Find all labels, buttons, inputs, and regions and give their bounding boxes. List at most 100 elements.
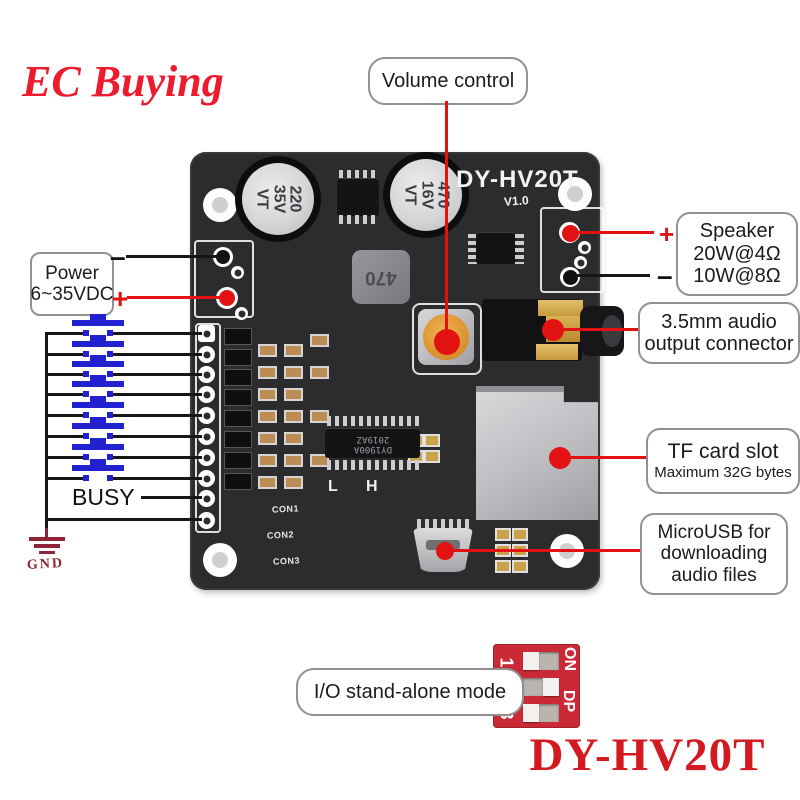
- wire-power-plus: [127, 296, 225, 299]
- tf-callout-line: TF card slot: [667, 439, 779, 463]
- wire-usb: [451, 549, 642, 552]
- ground-icon: [45, 528, 48, 537]
- push-button-icon: [72, 320, 124, 326]
- inductor-label: 470: [365, 267, 397, 288]
- push-button-row: [46, 438, 202, 470]
- soic-pins: [339, 215, 377, 224]
- solder-pad: [231, 266, 244, 279]
- smd-component: [224, 431, 252, 448]
- push-button-row: [46, 355, 202, 387]
- audio-callout-line: 3.5mm audio: [661, 310, 777, 333]
- smd-component: [224, 473, 252, 490]
- wire-audio: [561, 328, 640, 331]
- push-button-icon: [72, 465, 124, 471]
- gnd-label: GND: [26, 556, 65, 573]
- push-button-row: [46, 459, 202, 491]
- board-model-silkscreen: DY-HV20T: [456, 166, 579, 193]
- soic-chip: [337, 178, 379, 216]
- busy-label: BUSY: [72, 484, 135, 510]
- tf-callout-line: Maximum 32G bytes: [654, 464, 792, 482]
- wire-volume: [445, 101, 448, 341]
- push-button-icon: [72, 361, 124, 367]
- mounting-hole: [203, 188, 237, 222]
- h-marking: H: [366, 478, 378, 495]
- smd-component: [224, 410, 252, 427]
- usb-callout-line: downloading: [660, 543, 768, 565]
- smd-component: [258, 410, 277, 423]
- tf-card-callout: TF card slot Maximum 32G bytes: [646, 428, 800, 494]
- audio-out-callout: 3.5mm audio output connector: [638, 302, 800, 364]
- solder-dot-usb: [436, 542, 454, 560]
- smd-component: [284, 410, 303, 423]
- dip-track: [523, 678, 559, 696]
- soic-pins: [515, 234, 524, 264]
- ground-icon: [34, 544, 60, 548]
- wire-ground-row: [46, 518, 202, 521]
- smd-component: [495, 560, 511, 573]
- io-mode-callout: I/O stand-alone mode: [296, 668, 524, 716]
- wire-busy: [141, 496, 202, 499]
- brand-logo: EC Buying: [22, 57, 224, 106]
- smd-component: [284, 454, 303, 467]
- smd-component: [284, 432, 303, 445]
- con3-label: CON3: [272, 555, 301, 567]
- solder-pad: [235, 307, 248, 320]
- power-plus-sign: +: [112, 283, 129, 314]
- io-pin: [198, 490, 215, 507]
- dip-slider-1: [523, 652, 539, 670]
- push-button-row: [46, 396, 202, 428]
- micro-usb-callout: MicroUSB for downloading audio files: [640, 513, 788, 595]
- tf-slot-edge: [476, 386, 564, 392]
- ground-icon: [29, 537, 65, 541]
- main-ic-pins: [327, 416, 419, 426]
- smd-component: [284, 366, 303, 379]
- power-connector-outline: [194, 240, 254, 318]
- solder-dot-power-plus: [219, 290, 235, 306]
- io-pin: [198, 512, 215, 529]
- speaker-callout-line: 20W@4Ω: [693, 242, 781, 265]
- dip-slider-3: [523, 704, 539, 722]
- solder-pad: [578, 241, 591, 254]
- dip-on-label: ON: [561, 647, 578, 671]
- l-marking: L: [328, 478, 338, 495]
- main-ic-pins: [327, 460, 419, 470]
- soic-pins: [339, 170, 377, 179]
- io-pin: [198, 325, 215, 342]
- con2-label: CON2: [266, 529, 295, 541]
- solder-dot-power-minus: [216, 250, 230, 264]
- smd-component: [224, 369, 252, 386]
- smd-component: [512, 560, 528, 573]
- push-button-icon: [72, 402, 124, 408]
- dip-dp-label: DP: [560, 689, 578, 713]
- solder-dot-volume: [434, 329, 460, 355]
- smd-component: [258, 432, 277, 445]
- speaker-plus-sign: +: [659, 219, 675, 249]
- smd-component: [424, 450, 440, 463]
- push-button-icon: [72, 381, 124, 387]
- push-button-icon: [72, 423, 124, 429]
- push-button-icon: [72, 341, 124, 347]
- power-callout: Power 6~35VDC: [30, 252, 114, 316]
- ground-icon: [39, 551, 55, 554]
- solder-dot-tf: [549, 447, 571, 469]
- mounting-hole: [203, 543, 237, 577]
- audio-jack-gold-bottom: [536, 344, 578, 360]
- solder-dot-audio: [542, 319, 564, 341]
- dip-track: [523, 704, 559, 722]
- smd-component: [284, 388, 303, 401]
- inductor: 470: [352, 250, 410, 304]
- smd-component: [512, 528, 528, 541]
- speaker-connector-outline: [540, 207, 604, 293]
- wire-speaker-plus: [576, 231, 654, 234]
- usb-pins: [417, 519, 469, 528]
- smd-component: [310, 334, 329, 347]
- solder-pad: [574, 256, 587, 269]
- smd-component: [224, 389, 252, 406]
- io-pin: [198, 470, 215, 487]
- io-pin: [198, 386, 215, 403]
